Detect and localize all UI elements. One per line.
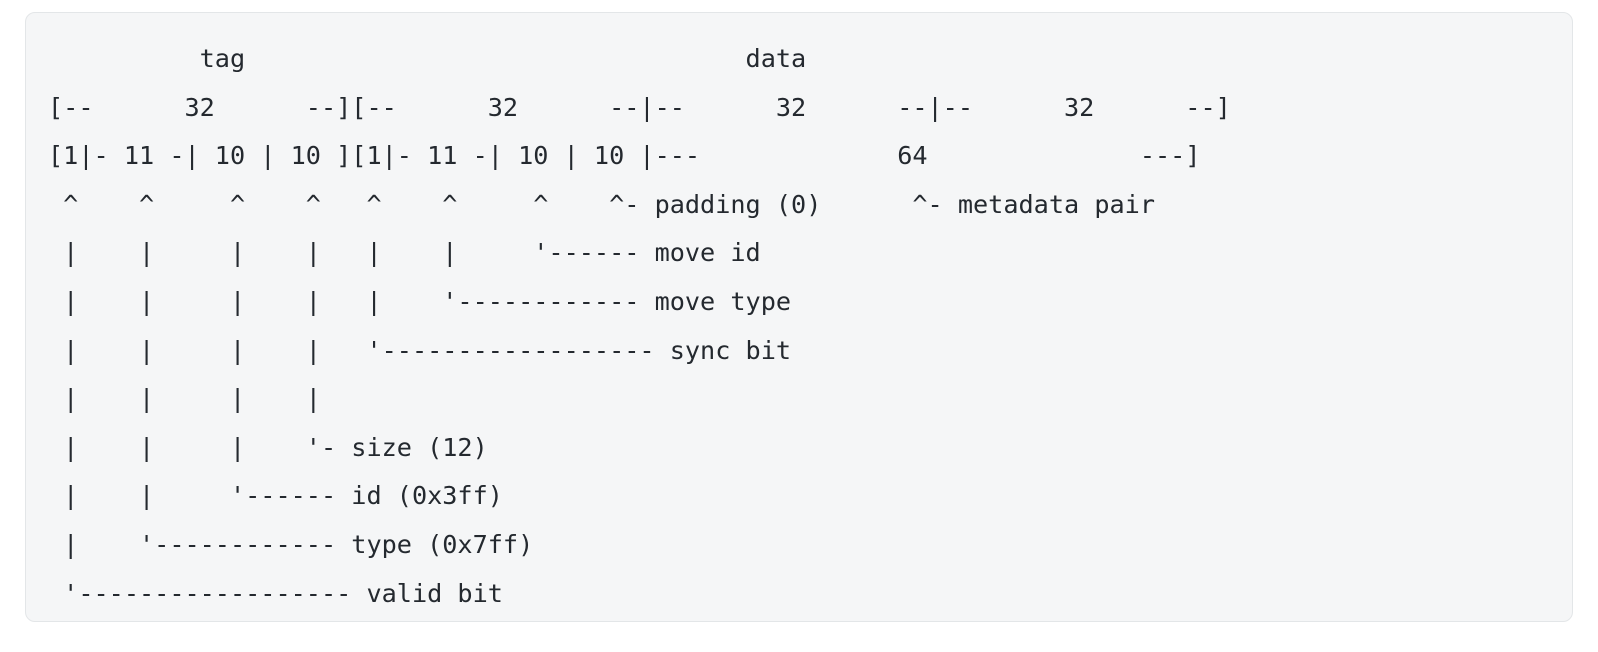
- diagram-panel: tag data [-- 32 --][-- 32 --|-- 32 --|--…: [25, 12, 1573, 622]
- ascii-bitfield-diagram: tag data [-- 32 --][-- 32 --|-- 32 --|--…: [48, 44, 1231, 608]
